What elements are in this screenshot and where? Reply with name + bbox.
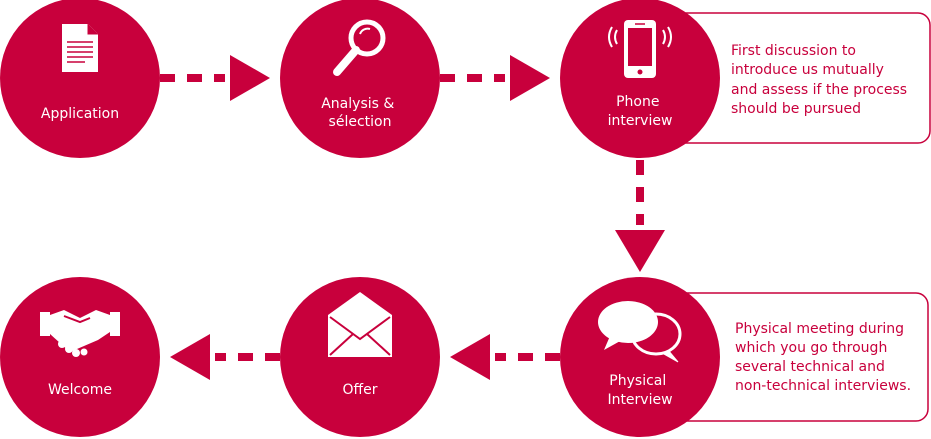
step-label-line: sélection: [329, 114, 392, 130]
connector-phone-physical: [615, 160, 665, 272]
step-label-offer: Offer: [342, 382, 377, 398]
step-label-phone: Phone interview: [608, 94, 673, 129]
step-label-line: Application: [41, 106, 119, 122]
speech-bubbles-icon: [598, 301, 682, 363]
note-line: should be pursued: [731, 101, 861, 117]
step-label-line: interview: [608, 113, 673, 129]
connector-application-analysis: [160, 55, 270, 101]
phone-icon: [608, 20, 672, 78]
note-line: which you go through: [735, 340, 887, 356]
note-line: several technical and: [735, 359, 885, 375]
handshake-icon: [40, 310, 120, 357]
step-label-line: Welcome: [48, 382, 112, 398]
step-label-line: Offer: [342, 382, 377, 398]
step-label-line: Physical: [609, 373, 666, 389]
step-circle-physical: [560, 277, 720, 437]
step-circle-phone: [560, 0, 720, 158]
note-line: non-technical interviews.: [735, 378, 911, 394]
step-label-welcome: Welcome: [48, 382, 112, 398]
connector-physical-offer: [450, 334, 560, 380]
arrow-left-icon: [170, 334, 210, 380]
document-icon: [62, 24, 98, 72]
arrow-right-icon: [510, 55, 550, 101]
note-line: introduce us mutually: [731, 62, 884, 78]
magnifier-icon: [333, 19, 386, 76]
note-line: and assess if the process: [731, 82, 907, 98]
arrow-left-icon: [450, 334, 490, 380]
step-label-application: Application: [41, 106, 119, 122]
step-circle-application: [0, 0, 160, 158]
step-circle-analysis: [280, 0, 440, 158]
connector-analysis-phone: [440, 55, 550, 101]
connector-offer-welcome: [170, 334, 280, 380]
physical-note-text: Physical meeting during which you go thr…: [735, 321, 911, 394]
arrow-right-icon: [230, 55, 270, 101]
note-line: First discussion to: [731, 43, 856, 59]
step-label-line: Phone: [616, 94, 659, 110]
step-label-line: Interview: [607, 392, 672, 408]
step-label-physical: Physical Interview: [607, 373, 672, 408]
step-label-analysis: Analysis & sélection: [321, 96, 399, 130]
phone-note-text: First discussion to introduce us mutuall…: [731, 43, 912, 117]
step-label-line: Analysis &: [321, 96, 394, 112]
envelope-icon: [328, 292, 392, 357]
arrow-down-icon: [615, 230, 665, 272]
step-circle-welcome: [0, 277, 160, 437]
note-line: Physical meeting during: [735, 321, 904, 337]
